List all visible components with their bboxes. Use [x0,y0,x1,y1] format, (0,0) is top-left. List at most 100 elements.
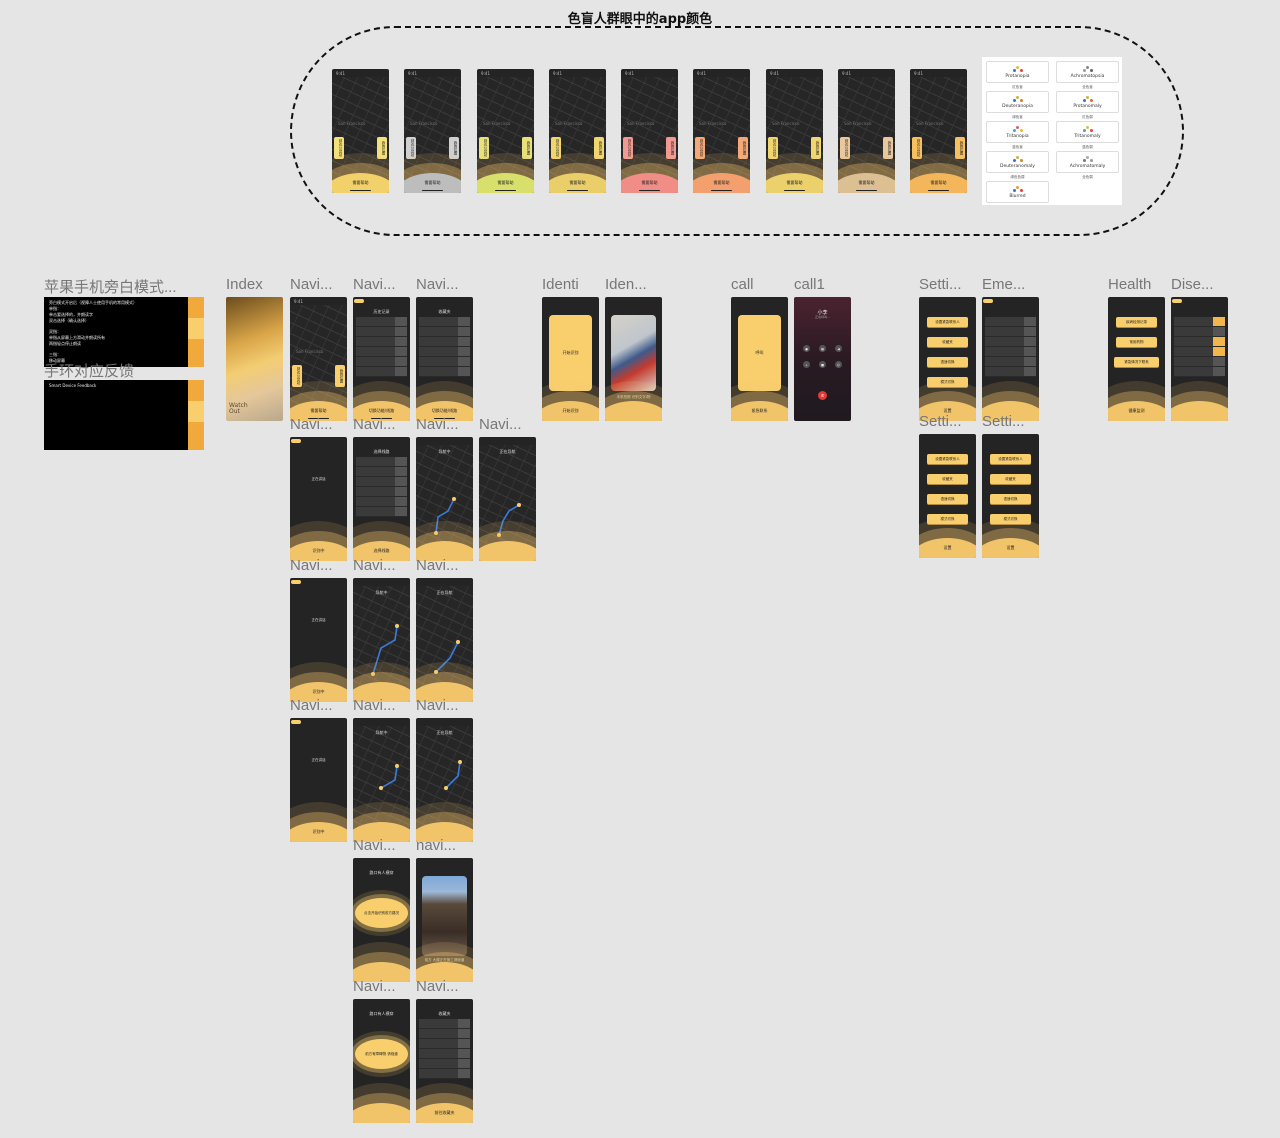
list-item[interactable] [419,1029,470,1039]
health-button[interactable]: 紧急情况下联系 [1114,357,1159,367]
speaker-icon[interactable]: ◀ [835,345,842,352]
disease-screen[interactable] [1171,297,1228,421]
navigating-map-screen[interactable]: 正在导航 [479,437,536,561]
emergency-contacts-screen[interactable] [982,297,1039,421]
list-item[interactable] [356,467,407,477]
help-button: 需要帮助 [424,180,441,185]
list-item[interactable] [356,487,407,497]
settings-button[interactable]: 设置紧急联系人 [927,317,968,327]
health-screen[interactable]: 疾病检测记录 常用药物 紧急情况下联系 健康监测 [1108,297,1165,421]
settings-button[interactable]: 设置紧急联系人 [990,454,1031,464]
obstacle-warning-screen[interactable]: 路口有人横穿 前方有障碍物 请绕道 [353,999,410,1123]
bus-stop-tab[interactable]: 到达公交站 [292,365,302,387]
list-item[interactable] [1174,367,1225,377]
my-location-tab[interactable]: 我的位置 [335,365,345,387]
favorites-list-screen[interactable]: 收藏夹 切换功能/线路 [416,297,473,421]
street-photo-screen[interactable]: 前方 大楼正在施工请绕道 [416,858,473,982]
start-identify-button[interactable]: 开始识别 [549,315,592,391]
switch-route-button[interactable]: 切换功能/线路 [368,408,395,413]
settings-button[interactable]: 收藏夹 [927,474,968,484]
listening-screen[interactable]: 正在讲话 识别中 [290,437,347,561]
incall-screen[interactable]: 小李 正在呼叫... ● ▦ ◀ + ■ ☺ ✆ [794,297,851,421]
settings-button[interactable]: 收藏夹 [927,337,968,347]
list-item[interactable] [419,347,470,357]
list-item[interactable] [356,477,407,487]
go-favorites-button[interactable]: 前往收藏夹 [434,1110,455,1115]
health-button[interactable]: 常用药物 [1116,337,1157,347]
settings-screen-alt[interactable]: 设置紧急联系人 收藏夹 语速切换 模式切换 设置 [919,434,976,558]
list-item[interactable] [356,327,407,337]
settings-screen[interactable]: 设置紧急联系人 收藏夹 语速切换 模式切换 设置 [919,297,976,421]
settings-button[interactable]: 模式切换 [990,514,1031,524]
list-item[interactable] [356,457,407,467]
list-item[interactable] [356,367,407,377]
health-button[interactable]: 疾病检测记录 [1116,317,1157,327]
obstacle-detect-screen[interactable]: 路口有人横穿 点击开始识别前方路况 [353,858,410,982]
list-item[interactable] [419,317,470,327]
list-item[interactable] [356,347,407,357]
settings-button[interactable]: 设置紧急联系人 [927,454,968,464]
facetime-icon[interactable]: ■ [819,361,826,368]
list-item[interactable] [1174,357,1225,367]
identify-start-screen[interactable]: 开始识别 开始识别 [542,297,599,421]
list-item[interactable] [419,327,470,337]
frame-label-navi: Navi... [353,276,396,293]
mute-icon[interactable]: ● [803,345,810,352]
list-item[interactable] [356,357,407,367]
call-button[interactable]: 呼叫 [738,315,781,391]
list-item[interactable] [985,317,1036,327]
contacts-icon[interactable]: ☺ [835,361,842,368]
add-call-icon[interactable]: + [803,361,810,368]
list-item[interactable] [985,357,1036,367]
emergency-contact-button[interactable]: 紧急联系 [751,408,768,413]
list-item[interactable] [419,357,470,367]
list-item[interactable] [1174,327,1225,337]
list-item[interactable] [419,1039,470,1049]
list-item[interactable] [419,367,470,377]
history-list-screen[interactable]: 历史记录 切换功能/线路 [353,297,410,421]
list-item[interactable] [356,507,407,517]
call-screen[interactable]: 呼叫 紧急联系 [731,297,788,421]
list-item[interactable] [356,337,407,347]
settings-button[interactable]: 语速切换 [990,494,1031,504]
settings-button[interactable]: 语速切换 [927,357,968,367]
list-item[interactable] [419,337,470,347]
list-item[interactable] [1174,347,1225,357]
navigating-screen[interactable]: 正在导航 [416,718,473,842]
list-item[interactable] [419,1049,470,1059]
list-item[interactable] [419,1059,470,1069]
identify-photo-screen[interactable]: 手机拍照 识别文字/物 [605,297,662,421]
settings-button[interactable]: 语速切换 [927,494,968,504]
favorites-screen[interactable]: 收藏夹 前往收藏夹 [416,999,473,1123]
settings-button[interactable]: 收藏夹 [990,474,1031,484]
route-line [434,497,456,535]
listening-screen[interactable]: 正在讲话 识别中 [290,718,347,842]
keypad-icon[interactable]: ▦ [819,345,826,352]
switch-route-button[interactable]: 切换功能/线路 [431,408,458,413]
navigating-screen[interactable]: 导航中 [353,718,410,842]
list-item[interactable] [419,1019,470,1029]
list-item[interactable] [1174,317,1225,327]
list-item[interactable] [985,337,1036,347]
navigating-screen[interactable]: 正在导航 [416,578,473,702]
navigating-screen[interactable]: 导航中 [416,437,473,561]
route-select-screen[interactable]: 选择线路 选择线路 [353,437,410,561]
index-screen[interactable]: Watch Out [226,297,283,421]
navigation-map-screen[interactable]: 9:41 San Francisco 到达公交站 我的位置 需要帮助 [290,297,347,421]
listening-screen[interactable]: 正在讲话 识别中 [290,578,347,702]
list-item[interactable] [356,317,407,327]
settings-screen-alt2[interactable]: 设置紧急联系人 收藏夹 语速切换 模式切换 设置 [982,434,1039,558]
list-item[interactable] [985,367,1036,377]
navigating-screen[interactable]: 导航中 [353,578,410,702]
detect-button[interactable]: 点击开始识别前方路况 [355,898,408,928]
warning-button[interactable]: 前方有障碍物 请绕道 [355,1039,408,1069]
settings-button[interactable]: 模式切换 [927,514,968,524]
list-item[interactable] [985,327,1036,337]
list-item[interactable] [985,347,1036,357]
list-item[interactable] [1174,337,1225,347]
help-button[interactable]: 需要帮助 [310,408,327,413]
list-item[interactable] [419,1069,470,1079]
list-item[interactable] [356,497,407,507]
settings-button[interactable]: 模式切换 [927,377,968,387]
end-call-icon[interactable]: ✆ [818,391,827,400]
